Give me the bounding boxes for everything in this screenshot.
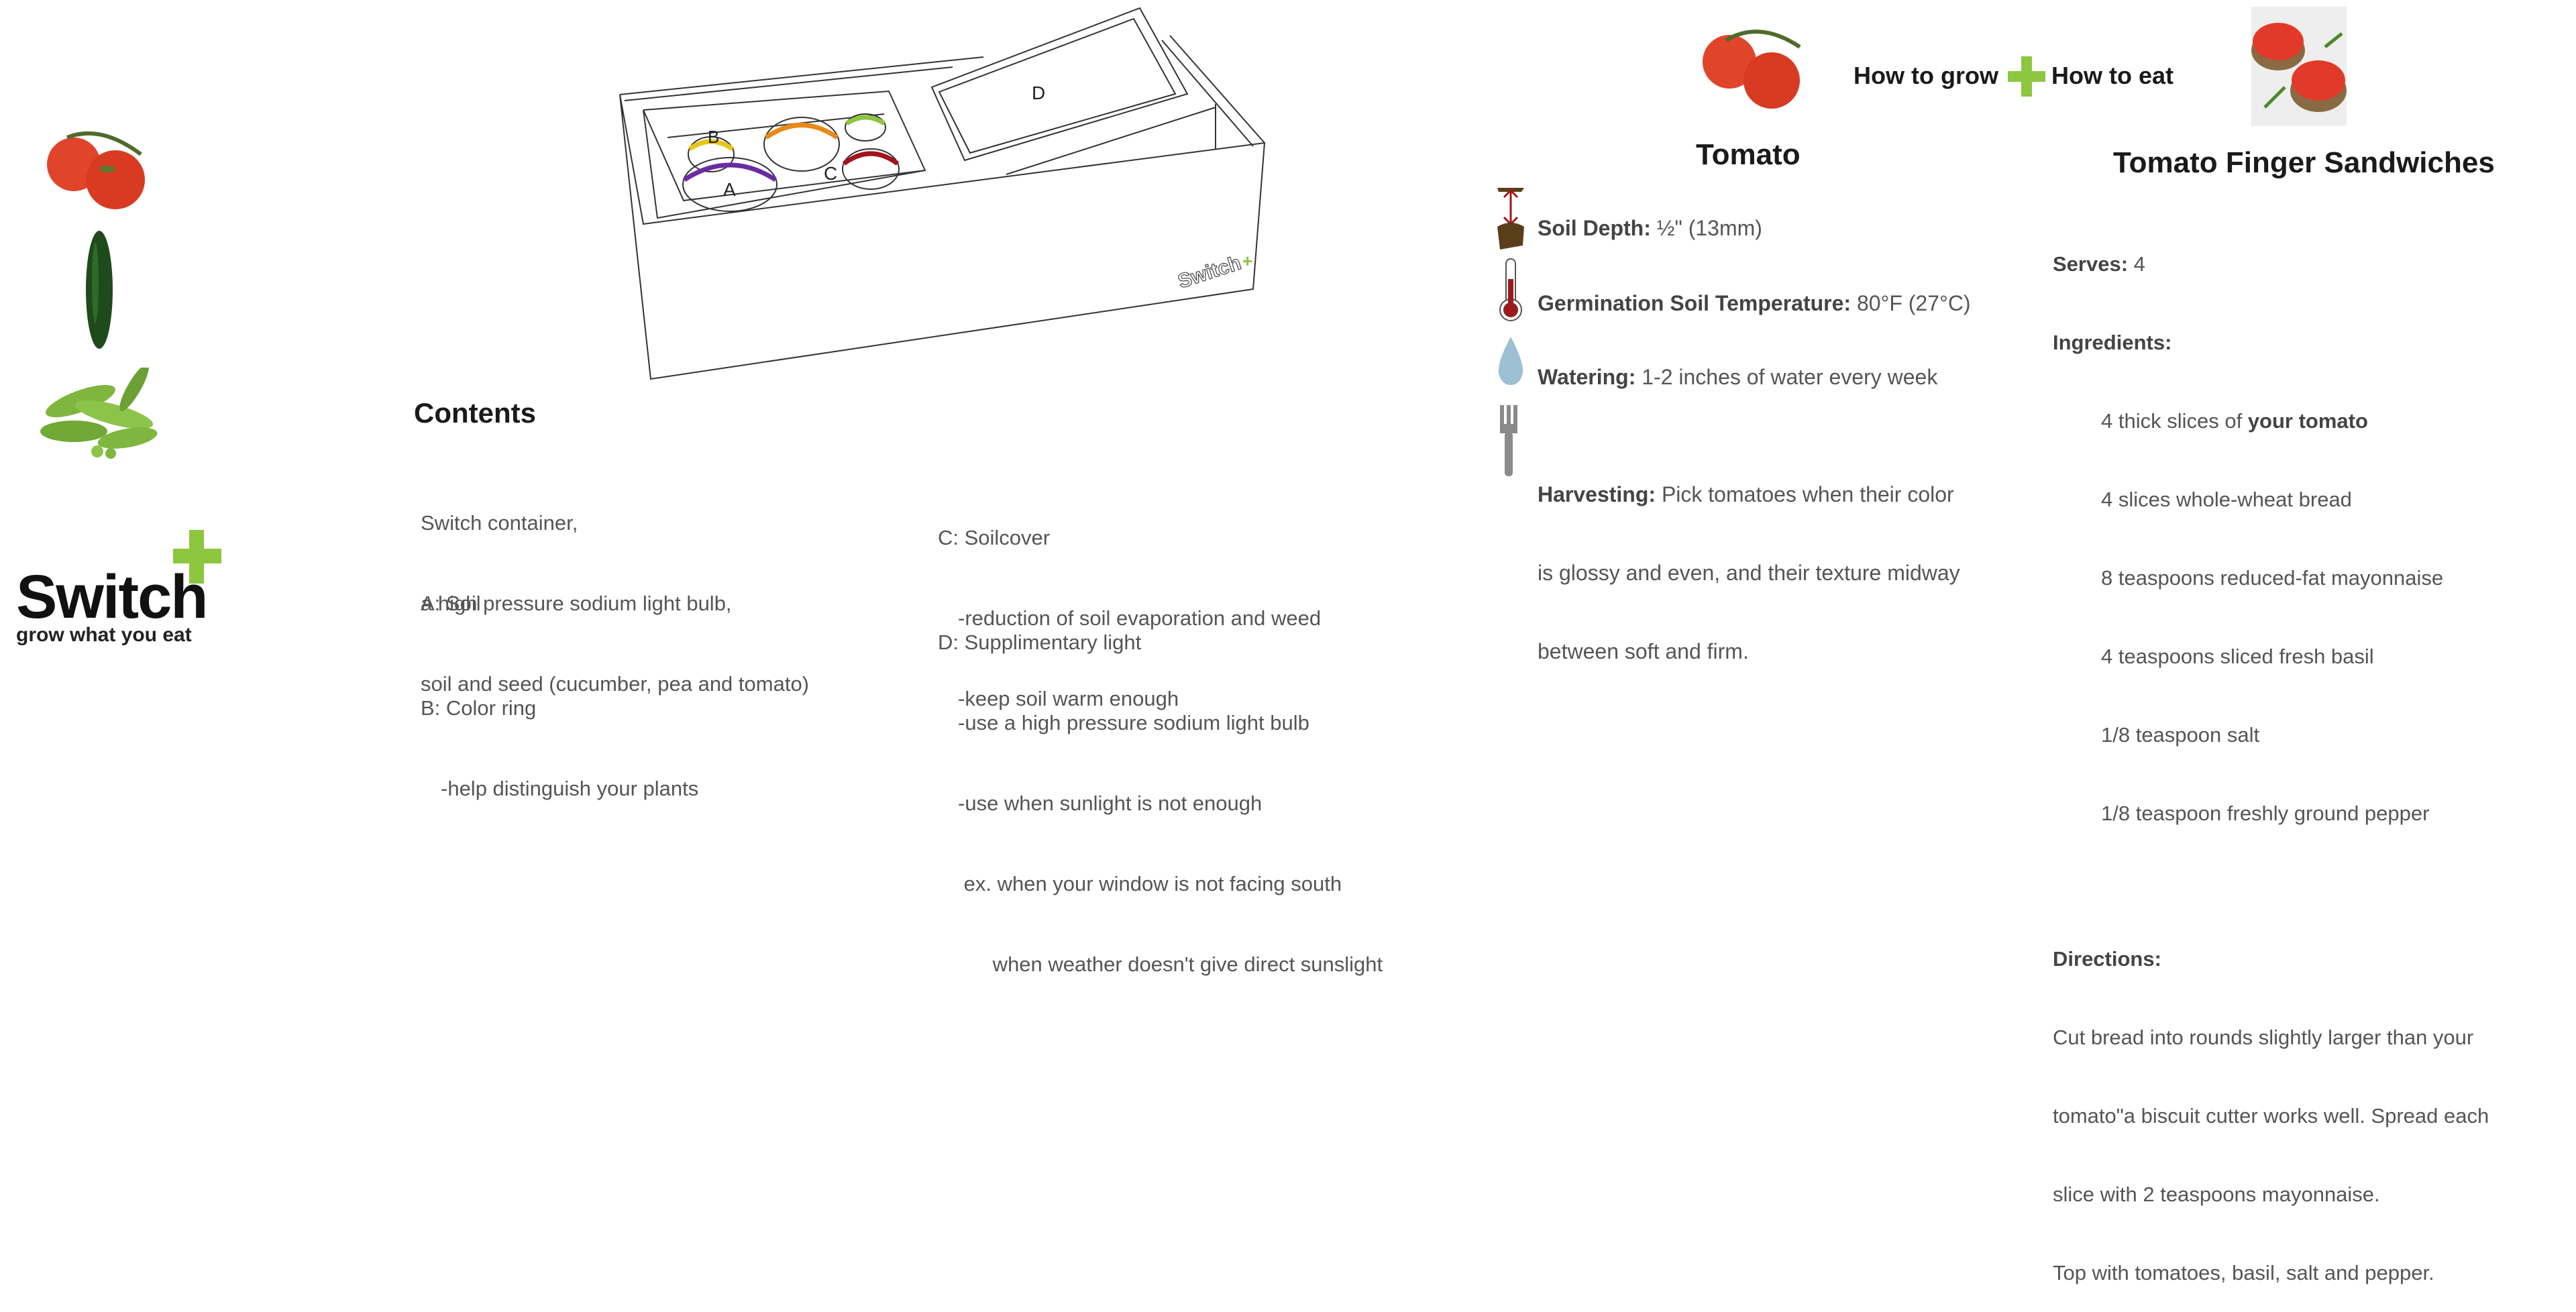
b-line: -help distinguish your plants [441,777,699,800]
harvesting-line: between soft and firm. [1538,639,1749,663]
tomato-image-small [1703,30,1801,109]
how-to-eat: How to eat [2051,62,2174,89]
switch-logo: Switch grow what you eat [16,530,231,646]
c-line: -keep soil warm enough [958,687,1179,710]
soil-depth-label: Soil Depth: [1538,216,1651,240]
box-brand-plus-icon: + [1242,251,1252,271]
contents-intro: Switch container, a high pressure sodium… [421,456,809,724]
recipe-title: Tomato Finger Sandwiches [2113,146,2495,179]
d-line: -use a high pressure sodium light bulb [958,711,1309,734]
ingredient-item: 4 slices whole-wheat bread [2101,488,2352,511]
switch-box-diagram: B A C D Switch + [619,7,1266,380]
ingredient-item: 4 teaspoons sliced fresh basil [2101,645,2374,668]
logo-name: Switch [16,563,208,631]
temperature-label: Germination Soil Temperature: [1538,291,1851,315]
contents-d: D: Supplimentary light -use a high press… [938,576,1383,1005]
peas-image [40,368,158,459]
plus-icon [2008,56,2045,97]
sandwich-image [2251,7,2347,126]
logo-tagline: grow what you eat [16,624,192,646]
watering-value: 1-2 inches of water every week [1635,365,1938,389]
b-title: B: Color ring [421,696,537,720]
ingredient-item: 8 teaspoons reduced-fat mayonnaise [2101,566,2444,590]
contents-title: Contents [414,397,536,429]
contents-a: A: Soil [421,592,481,615]
directions-line: tomato"a biscuit cutter works well. Spre… [2053,1104,2489,1128]
intro-line: a high pressure sodium light bulb, [421,592,732,615]
ingredient-item: 4 thick slices of [2101,409,2248,433]
how-to-grow: How to grow [1854,62,1998,89]
harvesting-line: is glossy and even, and their texture mi… [1538,561,1960,585]
label-a: A [723,179,736,200]
plus-icon-bar [173,549,221,563]
soil-depth-icon [1497,188,1524,250]
label-d: D [1032,83,1045,103]
ingredient-item: 1/8 teaspoon salt [2101,723,2260,747]
c-line: -reduction of soil evaporation and weed [958,606,1322,630]
thermometer-icon [1499,258,1522,321]
fork-icon [1500,405,1517,476]
directions-label: Directions: [2053,947,2161,971]
harvesting-value: Pick tomatoes when their color [1656,482,1954,506]
temperature-row: Germination Soil Temperature: 80°F (27°C… [1538,290,1971,317]
box-brand: Switch [1175,252,1244,292]
soil-depth-row: Soil Depth: ½" (13mm) [1538,215,1762,241]
serves-label: Serves: [2053,252,2129,276]
contents-b: B: Color ring -help distinguish your pla… [421,641,698,829]
d-line: -use when sunlight is not enough [958,791,1263,815]
contents-c: C: Soilcover -reduction of soil evaporat… [938,471,1321,739]
d-line: ex. when your window is not facing south [958,872,1342,895]
harvesting-label: Harvesting: [1538,482,1656,506]
grow-title: Tomato [1696,138,1801,171]
ingredient-item: 1/8 teaspoon freshly ground pepper [2101,802,2430,825]
water-drop-icon [1498,337,1523,385]
watering-label: Watering: [1538,365,1636,389]
d-title: D: Supplimentary light [938,631,1142,654]
directions-line: Cut bread into rounds slightly larger th… [2053,1026,2474,1049]
watering-row: Watering: 1-2 inches of water every week [1538,364,1937,390]
serves-value: 4 [2128,252,2145,276]
directions-line: slice with 2 teaspoons mayonnaise. [2053,1183,2380,1206]
soil-depth-value: ½" (13mm) [1650,216,1762,240]
d-line: when weather doesn't give direct sunslig… [958,952,1383,976]
harvesting-row: Harvesting: Pick tomatoes when their col… [1538,429,1960,691]
ingredients-label: Ingredients: [2053,331,2172,354]
recipe-body: Serves: 4 Ingredients: 4 thick slices of… [2053,199,2489,1312]
ingredient-item-bold: your tomato [2247,409,2368,433]
tomato-image [47,131,145,209]
label-c: C [824,163,837,184]
intro-line: soil and seed (cucumber, pea and tomato) [421,672,810,696]
intro-line: Switch container, [421,511,578,535]
directions-line: Top with tomatoes, basil, salt and peppe… [2053,1261,2434,1284]
temperature-value: 80°F (27°C) [1851,291,1971,315]
label-b: B [708,127,719,147]
c-title: C: Soilcover [938,526,1051,549]
cucumber-image [86,231,113,349]
